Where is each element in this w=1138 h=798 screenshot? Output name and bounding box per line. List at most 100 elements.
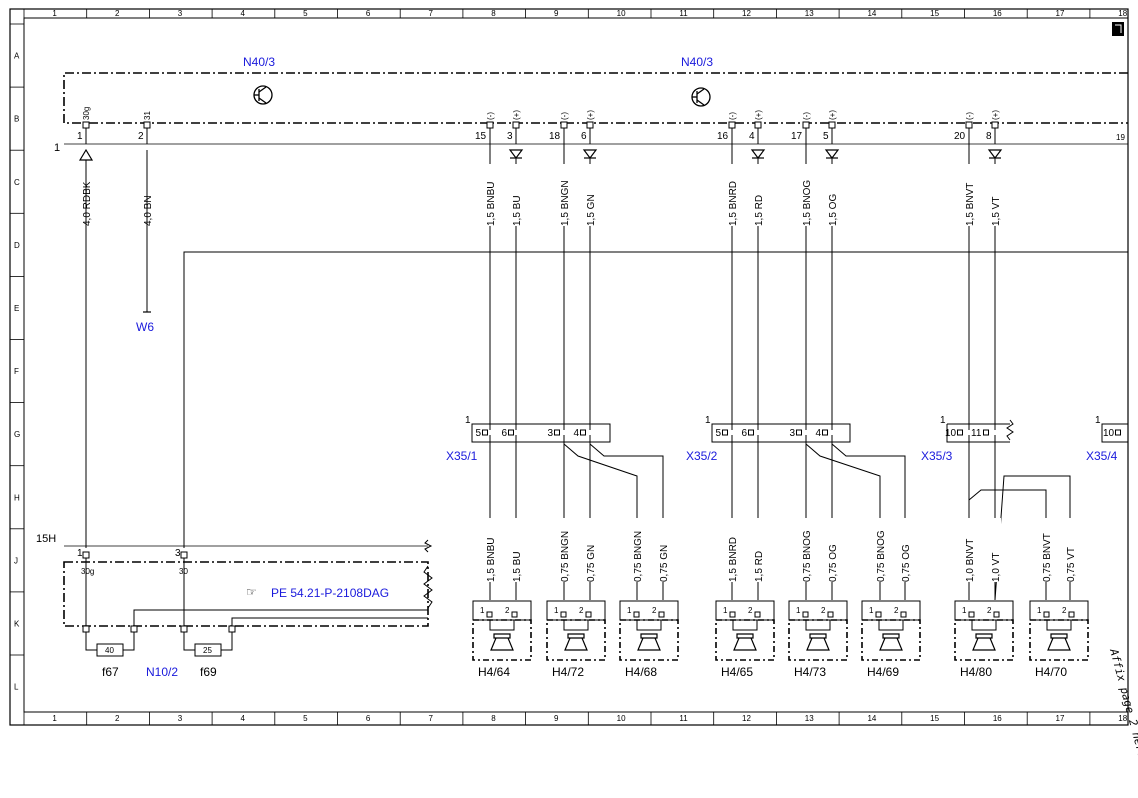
wire-label-bg	[558, 164, 570, 226]
transistor-icon	[691, 87, 711, 107]
speaker-icon	[564, 633, 588, 651]
wire-label: 1,5 BNVT	[965, 183, 976, 226]
connector-wiring	[489, 435, 1071, 601]
grid-column-label: 13	[805, 9, 814, 18]
speaker-pin-number: 2	[652, 606, 657, 615]
wire	[563, 443, 638, 600]
speaker-pin-number: 1	[480, 606, 485, 615]
wire-label: 1,5 BNRD	[728, 181, 739, 226]
grid-column-label: 2	[115, 714, 120, 723]
pin-terminal	[560, 121, 568, 129]
n10-feed-wire	[183, 251, 1128, 548]
wire-label-bg	[963, 518, 975, 582]
speaker-pin	[875, 611, 882, 618]
speaker-pin-number: 1	[962, 606, 967, 615]
pin-number: 15	[475, 131, 487, 142]
fuse-pin	[82, 625, 90, 633]
connector-pin-number: 3	[548, 428, 554, 439]
output-arrow-icon	[750, 149, 766, 159]
n10-pin	[82, 551, 90, 559]
speaker-leads	[878, 620, 904, 631]
connector-pin-number: 5	[716, 428, 722, 439]
speaker-box	[619, 619, 679, 661]
grid-column-label: 12	[742, 714, 751, 723]
pin-tag: (+)	[512, 110, 521, 120]
wire-label: 0,75 BNOG	[876, 530, 887, 582]
reference-link[interactable]: PE 54.21-P-2108DAG	[271, 586, 389, 600]
pin-tag: (-)	[728, 112, 737, 120]
svg-text:Affix page 2 here ▼: Affix page 2 here ▼	[1107, 646, 1138, 772]
pin-tag: (+)	[991, 110, 1000, 120]
wire-label: 0,75 BNGN	[633, 531, 644, 582]
grid-column-label: 5	[303, 714, 308, 723]
reference-icon: ☞	[246, 585, 257, 599]
fifteen-h-label: 15H	[36, 533, 56, 545]
pin-number: 6	[581, 131, 587, 142]
wire-label-bg	[899, 518, 911, 582]
speaker-leads	[1046, 620, 1072, 631]
speaker-pin-number: 2	[987, 606, 992, 615]
n40-label-right: N40/3	[681, 55, 713, 69]
grid-column-label: 8	[491, 714, 496, 723]
speaker-pin	[658, 611, 665, 618]
wire-label: 1,5 RD	[754, 195, 765, 226]
grid-column-label: 14	[867, 9, 876, 18]
wire-label: 1,5 BNBU	[486, 182, 497, 226]
grid-column-label: 8	[491, 9, 496, 18]
speaker-box	[472, 619, 532, 661]
pin-terminal	[728, 121, 736, 129]
speaker-leads	[563, 620, 589, 631]
fuse-icon	[194, 643, 222, 657]
wire-label: 0,75 OG	[901, 544, 912, 582]
n10-pin	[180, 551, 188, 559]
speaker-label: H4/68	[625, 665, 657, 679]
fuse-pin	[180, 625, 188, 633]
wire	[831, 443, 906, 600]
w6-label: W6	[136, 320, 154, 334]
transistor-icon	[253, 85, 273, 105]
zigzag-icon	[424, 539, 433, 553]
grid-column-label: 16	[993, 714, 1002, 723]
frame-inner	[23, 17, 1129, 713]
wire-label-bg	[631, 518, 643, 582]
wire-label-bg	[510, 518, 522, 582]
speaker-pin-number: 2	[748, 606, 753, 615]
connector-label: X35/4	[1086, 449, 1118, 463]
speaker-pin	[993, 611, 1000, 618]
zigzag-icon	[423, 565, 433, 609]
grid-column-label: 1	[52, 714, 57, 723]
grid-column-label: 1	[52, 9, 57, 18]
n10-internal-wire	[133, 609, 428, 626]
connector-pin-number: 4	[816, 428, 822, 439]
connector-label: X35/1	[446, 449, 478, 463]
pin-tag: (-)	[965, 112, 974, 120]
speaker-pin-number: 1	[627, 606, 632, 615]
wire	[805, 443, 881, 600]
document-icon	[1112, 22, 1124, 36]
speaker-icon	[637, 633, 661, 651]
speaker-pin	[754, 611, 761, 618]
speaker-leads	[489, 620, 515, 631]
speaker-pin-number: 1	[869, 606, 874, 615]
affix-note: Affix page 2 here ▼	[1107, 646, 1138, 772]
grid-column-label: 10	[617, 714, 626, 723]
wire	[994, 475, 1071, 601]
grid-column-label: 9	[554, 9, 559, 18]
n10-label: N10/2	[146, 665, 178, 679]
connector-pin-number: 11	[971, 428, 982, 439]
fuse-value: 25	[203, 646, 212, 655]
pin-tag: 30g	[82, 107, 91, 120]
wire-label: 1,5 BNOG	[802, 180, 813, 226]
fuse-pin	[228, 625, 236, 633]
wire-label: 0,75 GN	[586, 545, 597, 582]
wire-label: 1,5 BNBU	[486, 538, 497, 582]
connector-pin-number: 4	[574, 428, 580, 439]
pin-tag: (+)	[586, 110, 595, 120]
pin-terminal	[754, 121, 762, 129]
connector-body	[946, 423, 1010, 443]
speaker-pin	[827, 611, 834, 618]
pin-number: 8	[986, 131, 992, 142]
wire-label: 1,5 BNGN	[560, 180, 571, 226]
connector-pin-number: 10	[945, 428, 957, 439]
